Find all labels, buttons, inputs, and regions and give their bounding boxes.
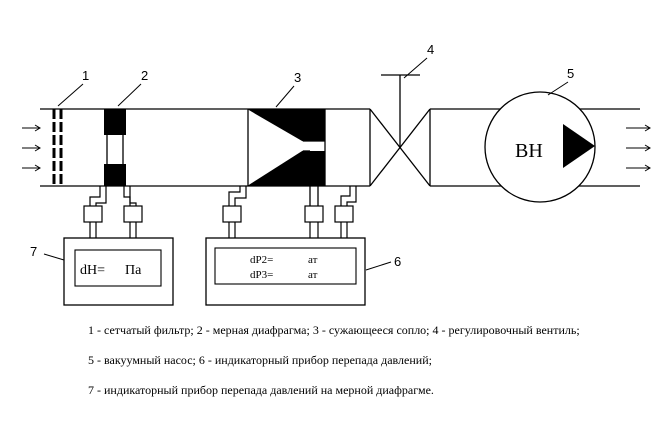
converging-nozzle xyxy=(247,108,325,187)
label-3: 3 xyxy=(294,70,301,85)
orifice-plate xyxy=(104,109,126,186)
differential-pressure-meter: dP2= ат dP3= ат xyxy=(205,237,366,306)
mesh-filter xyxy=(52,109,63,186)
leader-lines xyxy=(43,57,569,271)
meter7-unit: Па xyxy=(125,263,142,278)
connector-fittings xyxy=(83,205,354,223)
label-1: 1 xyxy=(82,68,89,83)
legend-line-2: 5 - вакуумный насос; 6 - индикаторный пр… xyxy=(88,353,432,367)
control-valve xyxy=(369,74,431,187)
meter7-dh-label: dH= xyxy=(80,263,105,278)
label-4: 4 xyxy=(427,42,434,57)
label-6: 6 xyxy=(394,254,401,269)
label-5: 5 xyxy=(567,66,574,81)
legend-line-1: 1 - сетчатый фильтр; 2 - мерная диафрагм… xyxy=(88,323,580,337)
meter6-dp2-label: dP2= xyxy=(250,254,273,266)
pump-label: ВН xyxy=(515,140,543,162)
inlet-arrows xyxy=(22,124,41,172)
outlet-arrows xyxy=(626,124,651,172)
orifice-pressure-meter: dH= Па xyxy=(63,237,174,306)
probe-tube xyxy=(303,140,325,209)
label-7: 7 xyxy=(30,244,37,259)
meter6-dp3-unit: ат xyxy=(308,269,318,281)
vacuum-pump: ВН xyxy=(484,91,596,203)
meter6-dp2-unit: ат xyxy=(308,254,318,266)
meter6-dp3-label: dP3= xyxy=(250,269,273,281)
legend-line-3: 7 - индикаторный прибор перепада давлени… xyxy=(88,383,434,397)
label-2: 2 xyxy=(141,68,148,83)
